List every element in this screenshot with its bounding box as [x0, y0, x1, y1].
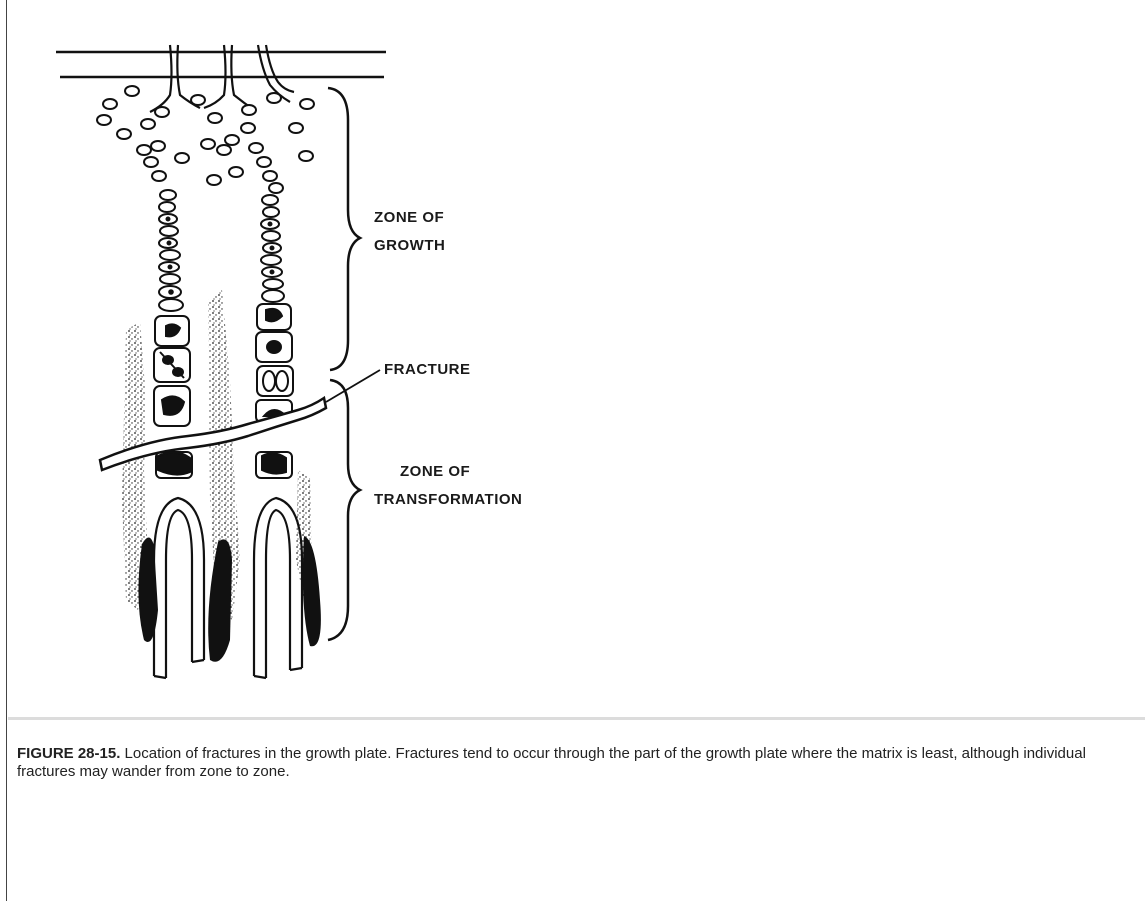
growth-plate-diagram: ZONE OF GROWTH FRACTURE ZONE OF TRANSFOR…: [8, 0, 1145, 717]
zone-of-transformation-label-line2: TRANSFORMATION: [374, 491, 522, 508]
zone-of-transformation-brace: [328, 380, 360, 640]
left-cell-column: [154, 190, 192, 478]
zone-of-growth-label-line2: GROWTH: [374, 237, 445, 254]
figure-caption-label: FIGURE 28-15.: [17, 745, 120, 762]
resting-chondrocytes: [97, 86, 314, 193]
right-cell-column: [256, 195, 293, 478]
page-left-border: [6, 0, 7, 901]
fracture-label: FRACTURE: [384, 361, 471, 378]
caption-separator: [8, 717, 1145, 720]
zone-of-transformation-label-line1: ZONE OF: [400, 463, 470, 480]
fracture-leader-line: [326, 370, 380, 402]
figure-caption: FIGURE 28-15. Location of fractures in t…: [17, 745, 1117, 781]
zone-of-growth-label-line1: ZONE OF: [374, 209, 444, 226]
epiphysis-border-lines: [56, 52, 386, 77]
growth-plate-figure: ZONE OF GROWTH FRACTURE ZONE OF TRANSFOR…: [8, 0, 1145, 717]
figure-caption-text: Location of fractures in the growth plat…: [17, 745, 1086, 780]
zone-of-growth-brace: [328, 88, 360, 370]
